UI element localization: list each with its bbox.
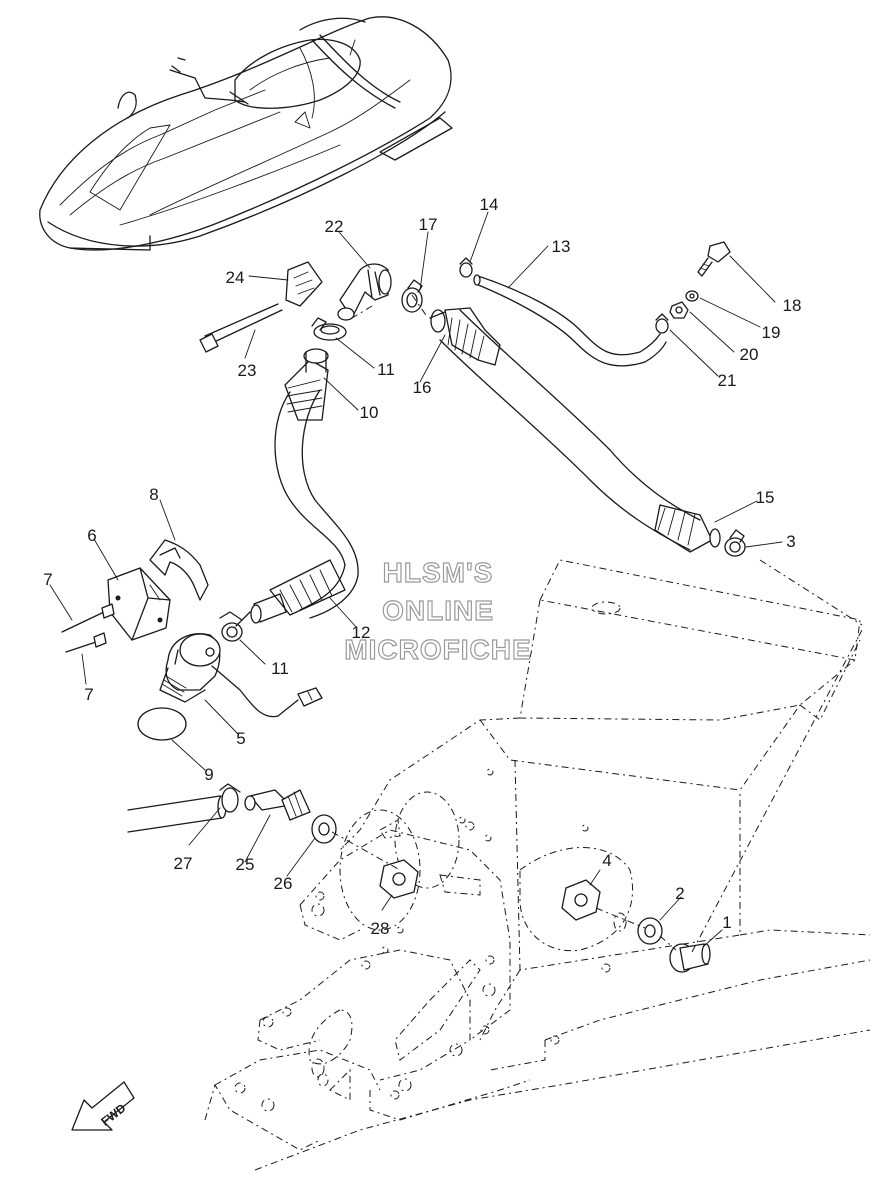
watermark: HLSM'S ONLINE MICROFICHE <box>344 556 532 665</box>
callout-7-upper: 7 <box>43 570 52 589</box>
hose-clamp-3 <box>724 529 746 557</box>
bilge-hose-12 <box>250 559 359 624</box>
watermark-line-3: MICROFICHE <box>344 634 531 665</box>
callout-16: 16 <box>413 378 432 397</box>
screw-7-lower <box>65 632 107 653</box>
callout-9: 9 <box>204 765 213 784</box>
inlet-pipe-27 <box>127 795 227 833</box>
callout-10: 10 <box>360 403 379 422</box>
vent-hose-13 <box>473 274 667 367</box>
bracket-24 <box>285 261 323 307</box>
washer-19 <box>685 290 699 302</box>
bilge-pump-5 <box>159 633 323 718</box>
callout-4: 4 <box>602 851 611 870</box>
callout-numbers: 1 2 3 4 5 6 7 7 8 9 10 11 11 12 13 14 15… <box>43 195 801 938</box>
washer-26 <box>311 814 337 844</box>
callout-14: 14 <box>480 195 499 214</box>
hose-clamp-11-upper <box>311 317 347 341</box>
callout-11-upper: 11 <box>377 360 395 379</box>
callout-23: 23 <box>238 361 257 380</box>
hull-hole-right <box>613 912 627 932</box>
callout-5: 5 <box>236 729 245 748</box>
callout-26: 26 <box>274 874 293 893</box>
callout-7-lower: 7 <box>84 685 93 704</box>
callout-8: 8 <box>149 485 158 504</box>
callout-15: 15 <box>756 488 775 507</box>
hose-clamp-17 <box>401 279 423 313</box>
hull-engine-bed <box>204 559 871 1171</box>
bilge-hose-15 <box>429 307 721 553</box>
nut-20 <box>669 301 689 319</box>
forward-direction-arrow: FWD <box>71 1081 135 1131</box>
screw-18 <box>697 241 731 277</box>
hose-joint-22 <box>337 263 392 321</box>
callout-12: 12 <box>352 623 371 642</box>
hose-clamp-27 <box>219 783 241 813</box>
watercraft-overview-illustration <box>39 16 453 251</box>
callout-1: 1 <box>722 913 731 932</box>
callout-18: 18 <box>783 296 802 315</box>
cable-tie-23 <box>199 303 283 353</box>
watermark-line-2: ONLINE <box>382 595 494 626</box>
callout-20: 20 <box>740 345 759 364</box>
bracket-8 <box>149 539 209 601</box>
callout-21: 21 <box>718 371 737 390</box>
callout-27: 27 <box>174 854 193 873</box>
nut-28 <box>379 859 419 899</box>
bilge-hose-10 <box>274 348 359 576</box>
hose-fitting-25 <box>244 789 311 821</box>
callout-11-lower: 11 <box>271 659 289 678</box>
callout-25: 25 <box>236 855 255 874</box>
hose-clamp-21 <box>655 313 669 334</box>
callout-22: 22 <box>325 217 344 236</box>
callout-6: 6 <box>87 526 96 545</box>
washer-2 <box>637 917 663 945</box>
screw-7-upper <box>61 603 115 633</box>
watermark-line-1: HLSM'S <box>383 557 494 588</box>
hose-clamp-14 <box>459 257 473 278</box>
callout-28: 28 <box>371 919 390 938</box>
callout-24: 24 <box>226 268 245 287</box>
callout-17: 17 <box>419 215 438 234</box>
bilge-outlet-1 <box>669 943 711 973</box>
strainer-9 <box>137 707 187 741</box>
callout-leader-lines <box>49 211 863 953</box>
callout-19: 19 <box>762 323 781 342</box>
hose-clamp-11-lower <box>219 611 251 642</box>
callout-2: 2 <box>675 884 684 903</box>
callout-3: 3 <box>786 532 795 551</box>
nut-4 <box>561 879 601 921</box>
callout-13: 13 <box>552 237 571 256</box>
